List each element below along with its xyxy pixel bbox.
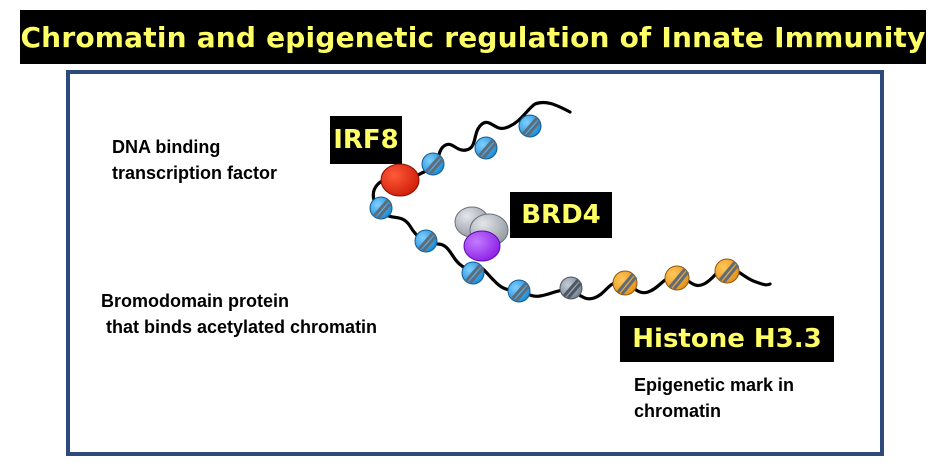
nucleosome-blue-4 — [369, 196, 393, 220]
nucleosome-blue-2 — [474, 136, 498, 160]
nucleosome-blue-3 — [421, 152, 445, 176]
nucleosome-blue-7 — [507, 279, 531, 303]
page-title: Chromatin and epigenetic regulation of I… — [20, 10, 926, 64]
nucleosome-orange-3 — [714, 258, 740, 284]
nucleosome-blue-6 — [461, 261, 485, 285]
histone-h33-label: Histone H3.3 — [620, 316, 834, 362]
irf8-label: IRF8 — [330, 116, 402, 164]
nucleosome-blue-5 — [414, 229, 438, 253]
dna-binding-caption: DNA binding transcription factor — [112, 137, 278, 183]
epigenetic-mark-caption: Epigenetic mark in chromatin — [634, 375, 795, 421]
bromodomain-caption: Bromodomain protein that binds acetylate… — [101, 291, 378, 337]
irf8-protein — [380, 163, 420, 197]
nucleosome-orange-1 — [612, 270, 638, 296]
nucleosome-blue-1 — [518, 114, 542, 138]
brd4-protein — [454, 206, 509, 262]
brd4-label: BRD4 — [510, 192, 612, 238]
nucleosome-gray — [559, 276, 583, 300]
nucleosome-orange-2 — [664, 265, 690, 291]
